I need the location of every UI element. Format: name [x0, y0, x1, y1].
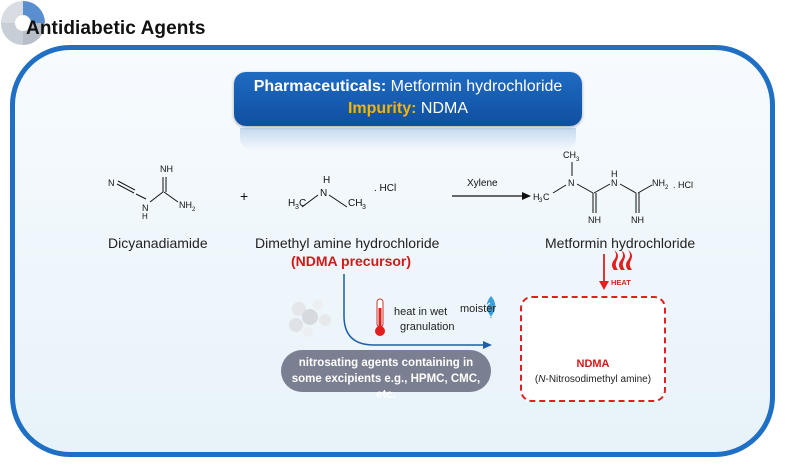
svg-text:3: 3 [539, 198, 543, 204]
svg-text:3: 3 [576, 157, 580, 163]
svg-text:N: N [611, 178, 618, 188]
svg-text:NH: NH [652, 178, 665, 188]
ndma-fullname: (N-Nitrosodimethyl amine) [520, 374, 666, 385]
precursor-arrow [343, 274, 492, 349]
svg-text:N: N [568, 178, 575, 188]
dimethylamine-structure: H N H 3 C CH 3 . HCl [288, 175, 396, 211]
plus-sign: + [240, 188, 248, 204]
svg-text:. HCl: . HCl [374, 183, 396, 194]
svg-text:NH: NH [631, 215, 644, 225]
heat-condition: heat in wet [394, 306, 448, 318]
ndma-box [520, 296, 666, 402]
svg-text:CH: CH [348, 198, 362, 209]
title-banner: Pharmaceuticals: Metformin hydrochloride… [234, 72, 582, 126]
ndma-label-wrap: NDMA [520, 358, 666, 370]
heat-arrow [599, 254, 609, 290]
solvent-label: Xylene [467, 178, 498, 189]
heat-label: HEAT [611, 278, 631, 287]
ndma-label: NDMA [576, 358, 610, 370]
svg-text:NH: NH [160, 164, 173, 174]
pharma-key: Pharmaceuticals: [253, 78, 387, 95]
metformin-label: Metformin hydrochloride [545, 235, 696, 251]
dimethylamine-label: Dimethyl amine hydrochloride [255, 235, 440, 251]
svg-text:2: 2 [665, 185, 669, 191]
ndma-fullname-prefix: ( [534, 374, 539, 385]
svg-text:NH: NH [588, 215, 601, 225]
svg-text:C: C [299, 198, 306, 209]
flame-icon [612, 250, 632, 270]
svg-text:2: 2 [192, 207, 196, 213]
nitrosating-line2: some excipients e.g., HPMC, CMC, etc. [291, 373, 481, 401]
banner-pharmaceuticals: Pharmaceuticals: Metformin hydrochloride [234, 78, 582, 96]
svg-text:H: H [533, 192, 540, 202]
nitrosating-line1: nitrosating agents containing in [298, 357, 474, 369]
moister-condition: moister [460, 303, 497, 315]
dicyanadiamide-label: Dicyanadiamide [108, 235, 208, 251]
svg-text:N: N [108, 178, 115, 188]
impurity-key: Impurity: [347, 100, 417, 117]
svg-text:NH: NH [179, 200, 192, 210]
svg-text:H: H [611, 169, 618, 179]
nitrosating-agents-pill: nitrosating agents containing in some ex… [281, 350, 491, 401]
svg-text:. HCl: . HCl [673, 180, 693, 190]
svg-text:N: N [142, 203, 149, 213]
molecule-cluster-icon [289, 300, 331, 337]
pharma-value: Metformin hydrochloride [390, 78, 563, 95]
svg-text:C: C [543, 192, 550, 202]
ndma-fullname-rest: -Nitrosodimethyl amine) [545, 374, 652, 385]
banner-impurity: Impurity: NDMA [234, 100, 582, 118]
svg-text:CH: CH [563, 150, 576, 160]
ndma-precursor-label: (NDMA precursor) [291, 253, 412, 269]
svg-text:N: N [320, 188, 327, 199]
thermometer-icon [375, 298, 385, 336]
dicyanadiamide-structure: N N H NH NH 2 [108, 164, 196, 221]
logo-icon [1, 1, 45, 45]
svg-text:H: H [288, 198, 295, 209]
impurity-value: NDMA [420, 100, 468, 117]
metformin-structure: CH 3 N H 3 C NH N H NH NH 2 . HCl [533, 150, 693, 225]
svg-text:3: 3 [295, 204, 299, 211]
granulation-condition: granulation [400, 321, 455, 333]
banner-reflection [240, 128, 576, 150]
header-title: Antidiabetic Agents [26, 18, 206, 39]
ndma-fullname-italic: N [538, 374, 546, 385]
reaction-arrow [452, 192, 531, 200]
svg-text:H: H [142, 212, 148, 221]
water-drop-icon [485, 296, 496, 318]
svg-text:3: 3 [362, 204, 366, 211]
svg-text:H: H [323, 175, 330, 186]
